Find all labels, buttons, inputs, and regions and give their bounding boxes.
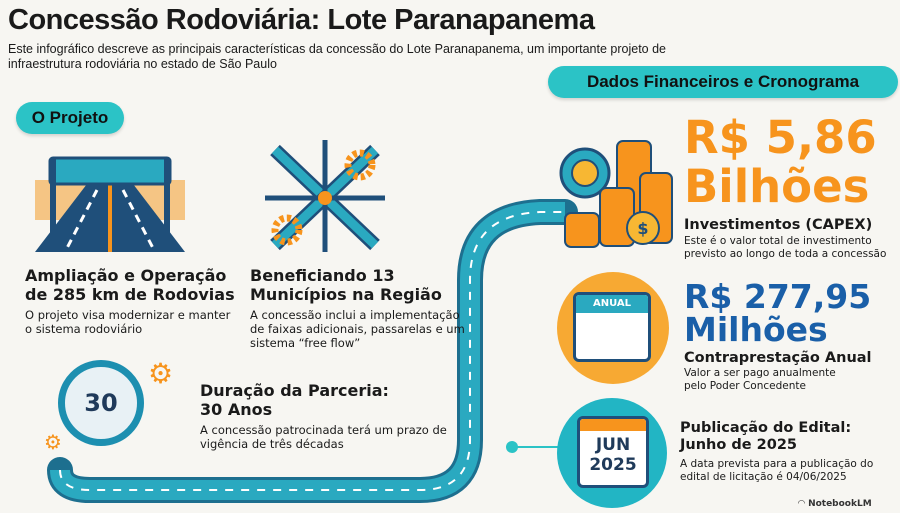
roads-heading-1: Ampliação e Operação (25, 266, 227, 285)
clock-number: 30 (84, 389, 118, 417)
edital-heading-1: Publicação do Edital: (680, 420, 852, 436)
annual-value-2: Milhões (684, 310, 828, 349)
section-financial-label: Dados Financeiros e Cronograma (548, 66, 898, 98)
timeline-dot (506, 441, 518, 453)
capex-value-1: R$ 5,86 (684, 111, 877, 164)
clock-icon: 30 (58, 360, 144, 446)
edital-calendar-icon: JUN 2025 (557, 398, 667, 508)
municipalities-heading-1: Beneficiando 13 (250, 266, 395, 285)
edital-calendar-month: JUN (595, 435, 631, 455)
duration-desc: A concessão patrocinada terá um prazo de… (200, 423, 447, 451)
gear-icon: ⚙ (44, 430, 62, 454)
duration-heading-1: Duração da Parceria: (200, 381, 389, 400)
gear-icon: ⚙ (148, 357, 174, 390)
svg-text:$: $ (637, 219, 648, 238)
notebooklm-brand: ◠ NotebookLM (798, 499, 872, 509)
annual-calendar-label: ANUAL (576, 295, 648, 313)
coins-gear-icon: $ (559, 140, 673, 248)
duration-heading-2: 30 Anos (200, 400, 273, 419)
edital-card: Publicação do Edital: Junho de 2025 A da… (680, 420, 895, 484)
annual-card: R$ 277,95 Milhões Contraprestação Anual … (684, 280, 899, 393)
capex-value-2: Bilhões (684, 160, 870, 213)
municipalities-desc: A concessão inclui a implementação de fa… (250, 308, 465, 350)
highway-icon (35, 156, 185, 252)
capex-desc: Este é o valor total de investimento pre… (684, 235, 887, 260)
roads-card: Ampliação e Operação de 285 km de Rodovi… (25, 266, 240, 336)
edital-desc: A data prevista para a publicação do edi… (680, 458, 874, 483)
annual-calendar-icon: ANUAL (557, 272, 669, 384)
roads-heading-2: de 285 km de Rodovias (25, 285, 235, 304)
brand-label: NotebookLM (808, 499, 872, 509)
annual-desc: Valor a ser pago anualmente pelo Poder C… (684, 367, 836, 392)
capex-heading: Investimentos (CAPEX) (684, 217, 873, 233)
network-gears-icon (265, 140, 385, 252)
duration-card: Duração da Parceria: 30 Anos A concessão… (200, 381, 460, 451)
municipalities-heading-2: Municípios na Região (250, 285, 442, 304)
edital-heading-2: Junho de 2025 (680, 437, 797, 453)
notebooklm-logo-icon: ◠ (798, 499, 809, 509)
page-title: Concessão Rodoviária: Lote Paranapanema (8, 4, 595, 36)
roads-desc: O projeto visa modernizar e manter o sis… (25, 308, 231, 336)
page-subtitle: Este infográfico descreve as principais … (8, 42, 667, 71)
municipalities-card: Beneficiando 13 Municípios na Região A c… (250, 266, 465, 350)
annual-heading: Contraprestação Anual (684, 350, 872, 366)
annual-value-1: R$ 277,95 (684, 277, 872, 316)
capex-card: R$ 5,86 Bilhões Investimentos (CAPEX) Es… (684, 115, 899, 261)
section-project-label: O Projeto (16, 102, 124, 134)
edital-calendar-year: 2025 (589, 455, 637, 475)
